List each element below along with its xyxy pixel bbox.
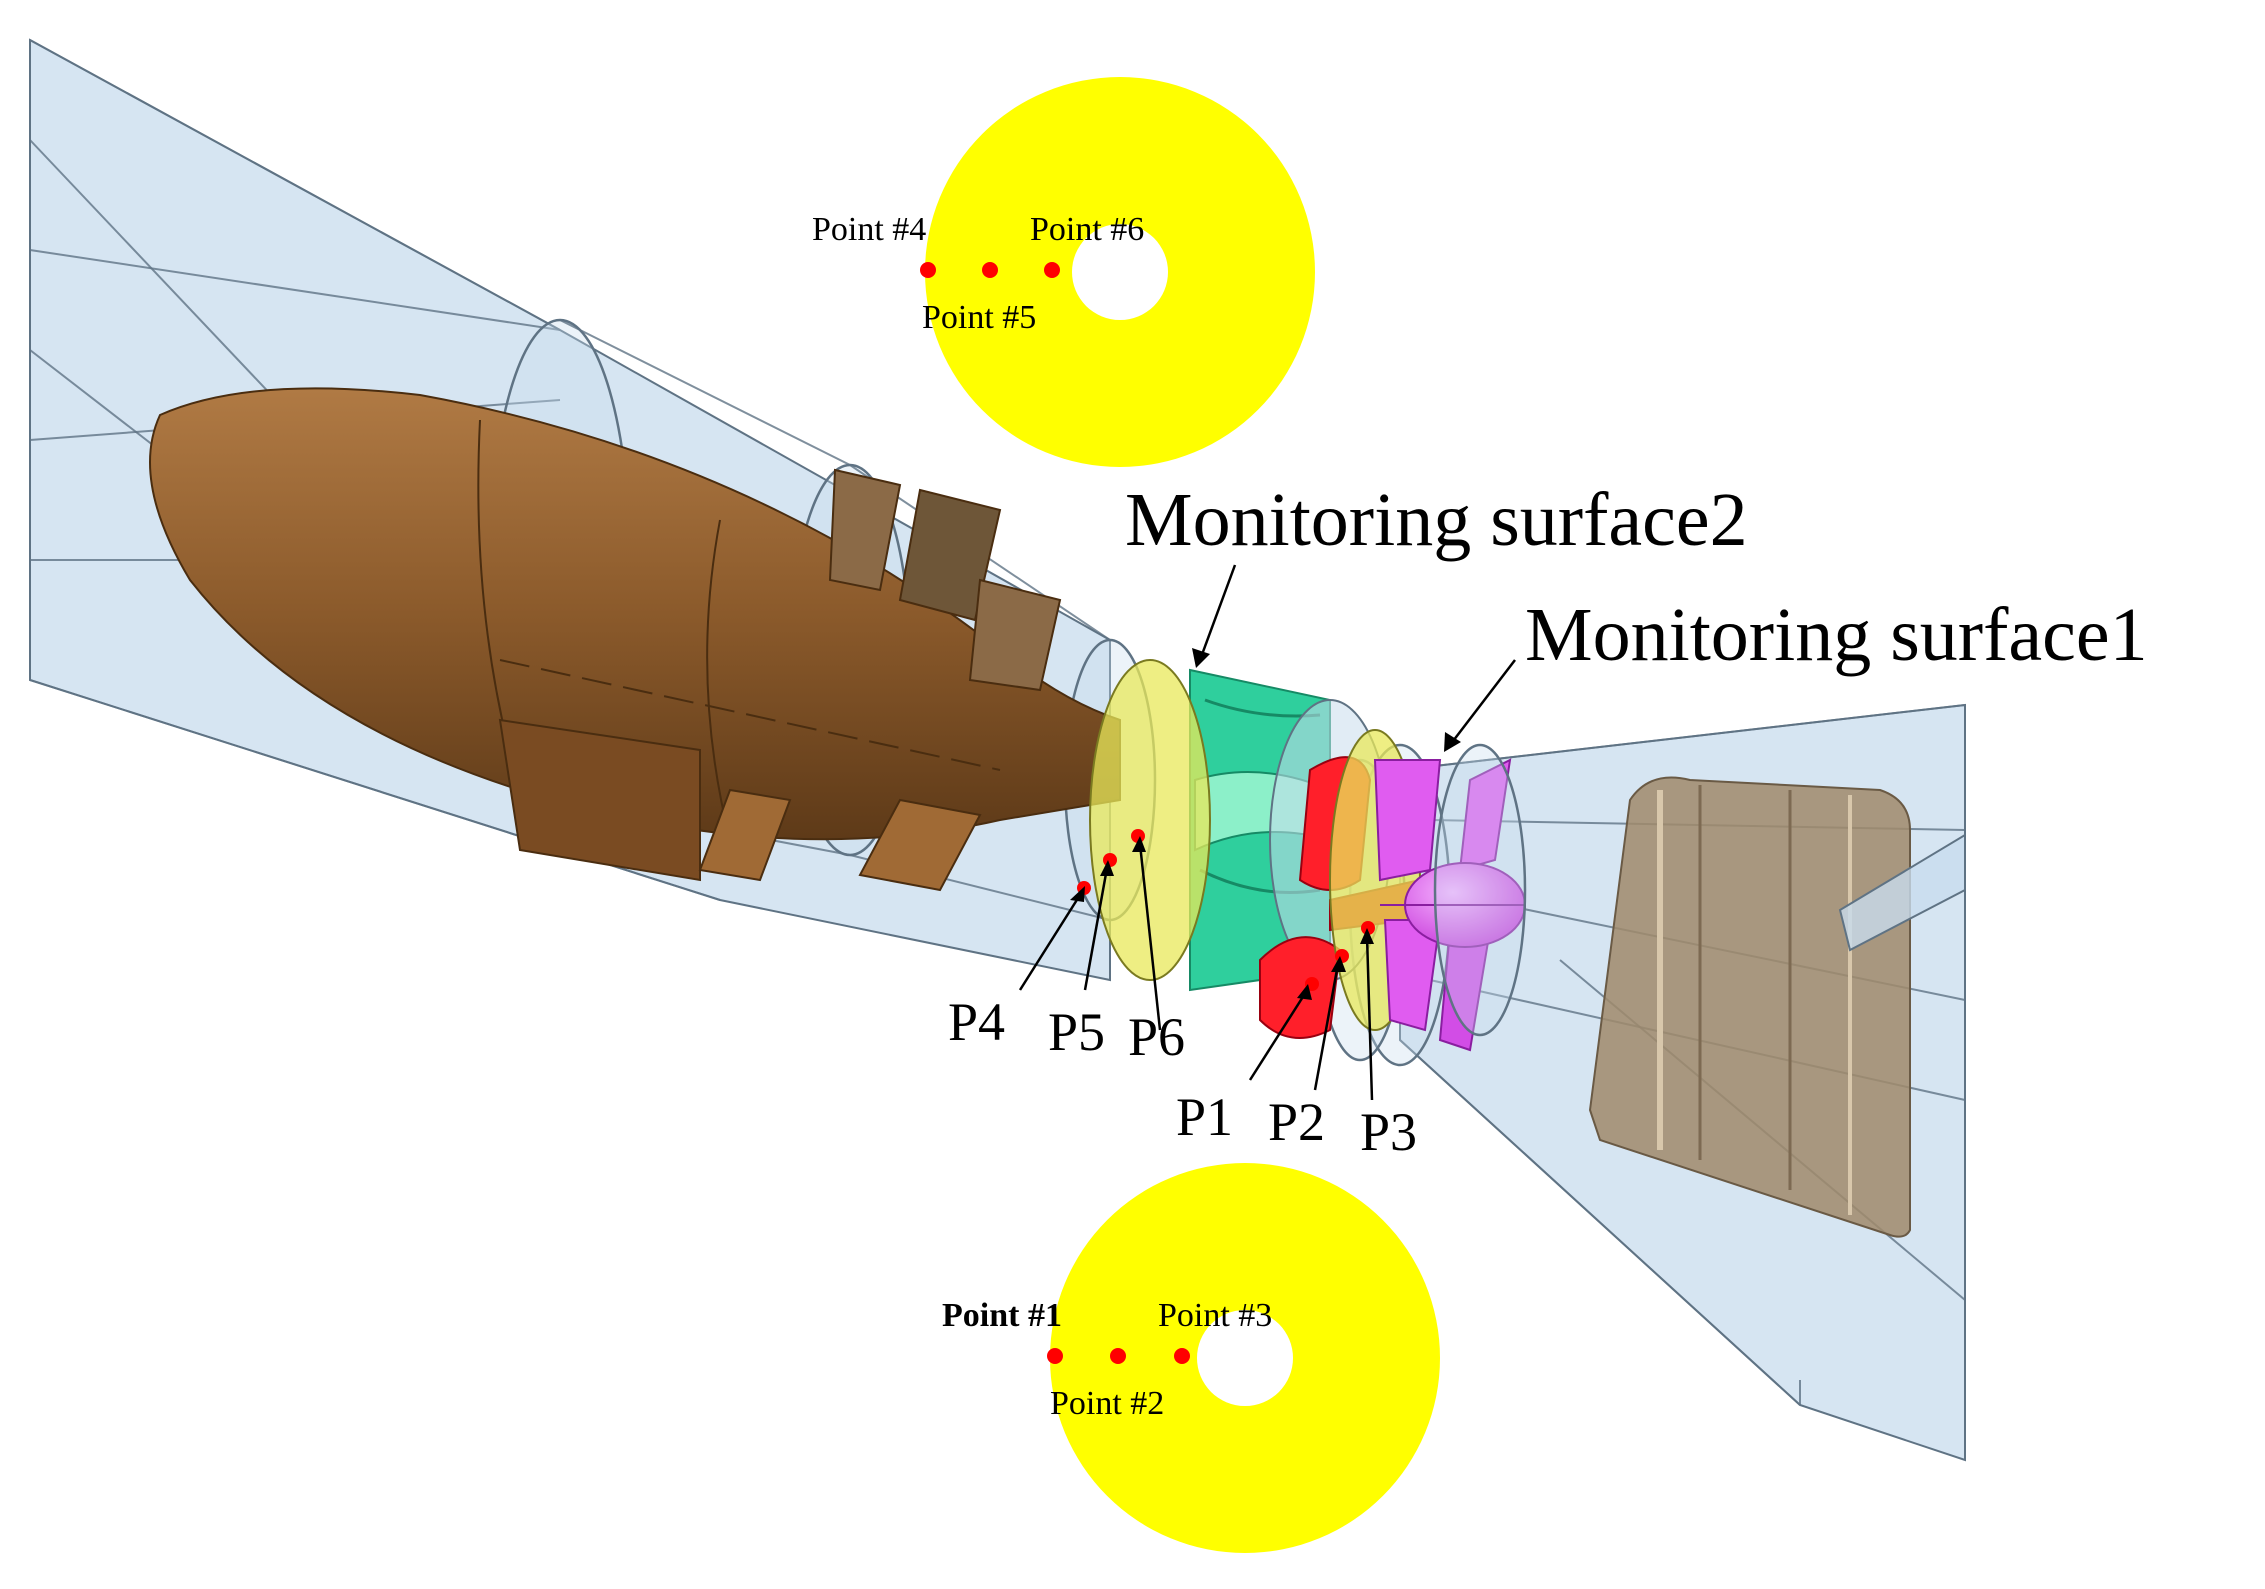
monitoring-surface2-disc bbox=[1089, 659, 1211, 981]
p3-label: P3 bbox=[1360, 1102, 1417, 1162]
point2-label: Point #2 bbox=[1050, 1385, 1164, 1422]
point2-marker bbox=[1110, 1348, 1126, 1364]
bulb-hub-body bbox=[149, 387, 1121, 892]
point6-label: Point #6 bbox=[1030, 211, 1144, 248]
point5-label: Point #5 bbox=[922, 299, 1036, 336]
leader-lines bbox=[1018, 564, 1516, 1101]
p6-label: P6 bbox=[1128, 1007, 1185, 1067]
monitoring-surface1-label: Monitoring surface1 bbox=[1525, 593, 2148, 677]
p5-marker bbox=[1103, 853, 1117, 867]
point3-marker bbox=[1174, 1348, 1190, 1364]
leader-arrowheads bbox=[1070, 648, 1461, 1000]
point4-label: Point #4 bbox=[812, 211, 926, 248]
p4-label: P4 bbox=[948, 992, 1005, 1052]
outlet-pier bbox=[1588, 776, 1966, 1238]
point1-marker bbox=[1047, 1348, 1063, 1364]
p6-marker bbox=[1131, 829, 1145, 843]
p3-marker bbox=[1361, 921, 1375, 935]
point1-label: Point #1 bbox=[942, 1297, 1062, 1334]
point5-marker bbox=[982, 262, 998, 278]
monitoring-surface2-label: Monitoring surface2 bbox=[1125, 478, 1748, 562]
point6-marker bbox=[1044, 262, 1060, 278]
p5-label: P5 bbox=[1048, 1002, 1105, 1062]
p2-label: P2 bbox=[1268, 1092, 1325, 1152]
point4-marker bbox=[920, 262, 936, 278]
annulus-top: Point #4 Point #5 Point #6 bbox=[812, 77, 1315, 467]
point3-label: Point #3 bbox=[1158, 1297, 1272, 1334]
annulus-bottom: Point #1 Point #2 Point #3 bbox=[942, 1163, 1440, 1553]
p2-marker bbox=[1335, 949, 1349, 963]
p1-label: P1 bbox=[1176, 1087, 1233, 1147]
